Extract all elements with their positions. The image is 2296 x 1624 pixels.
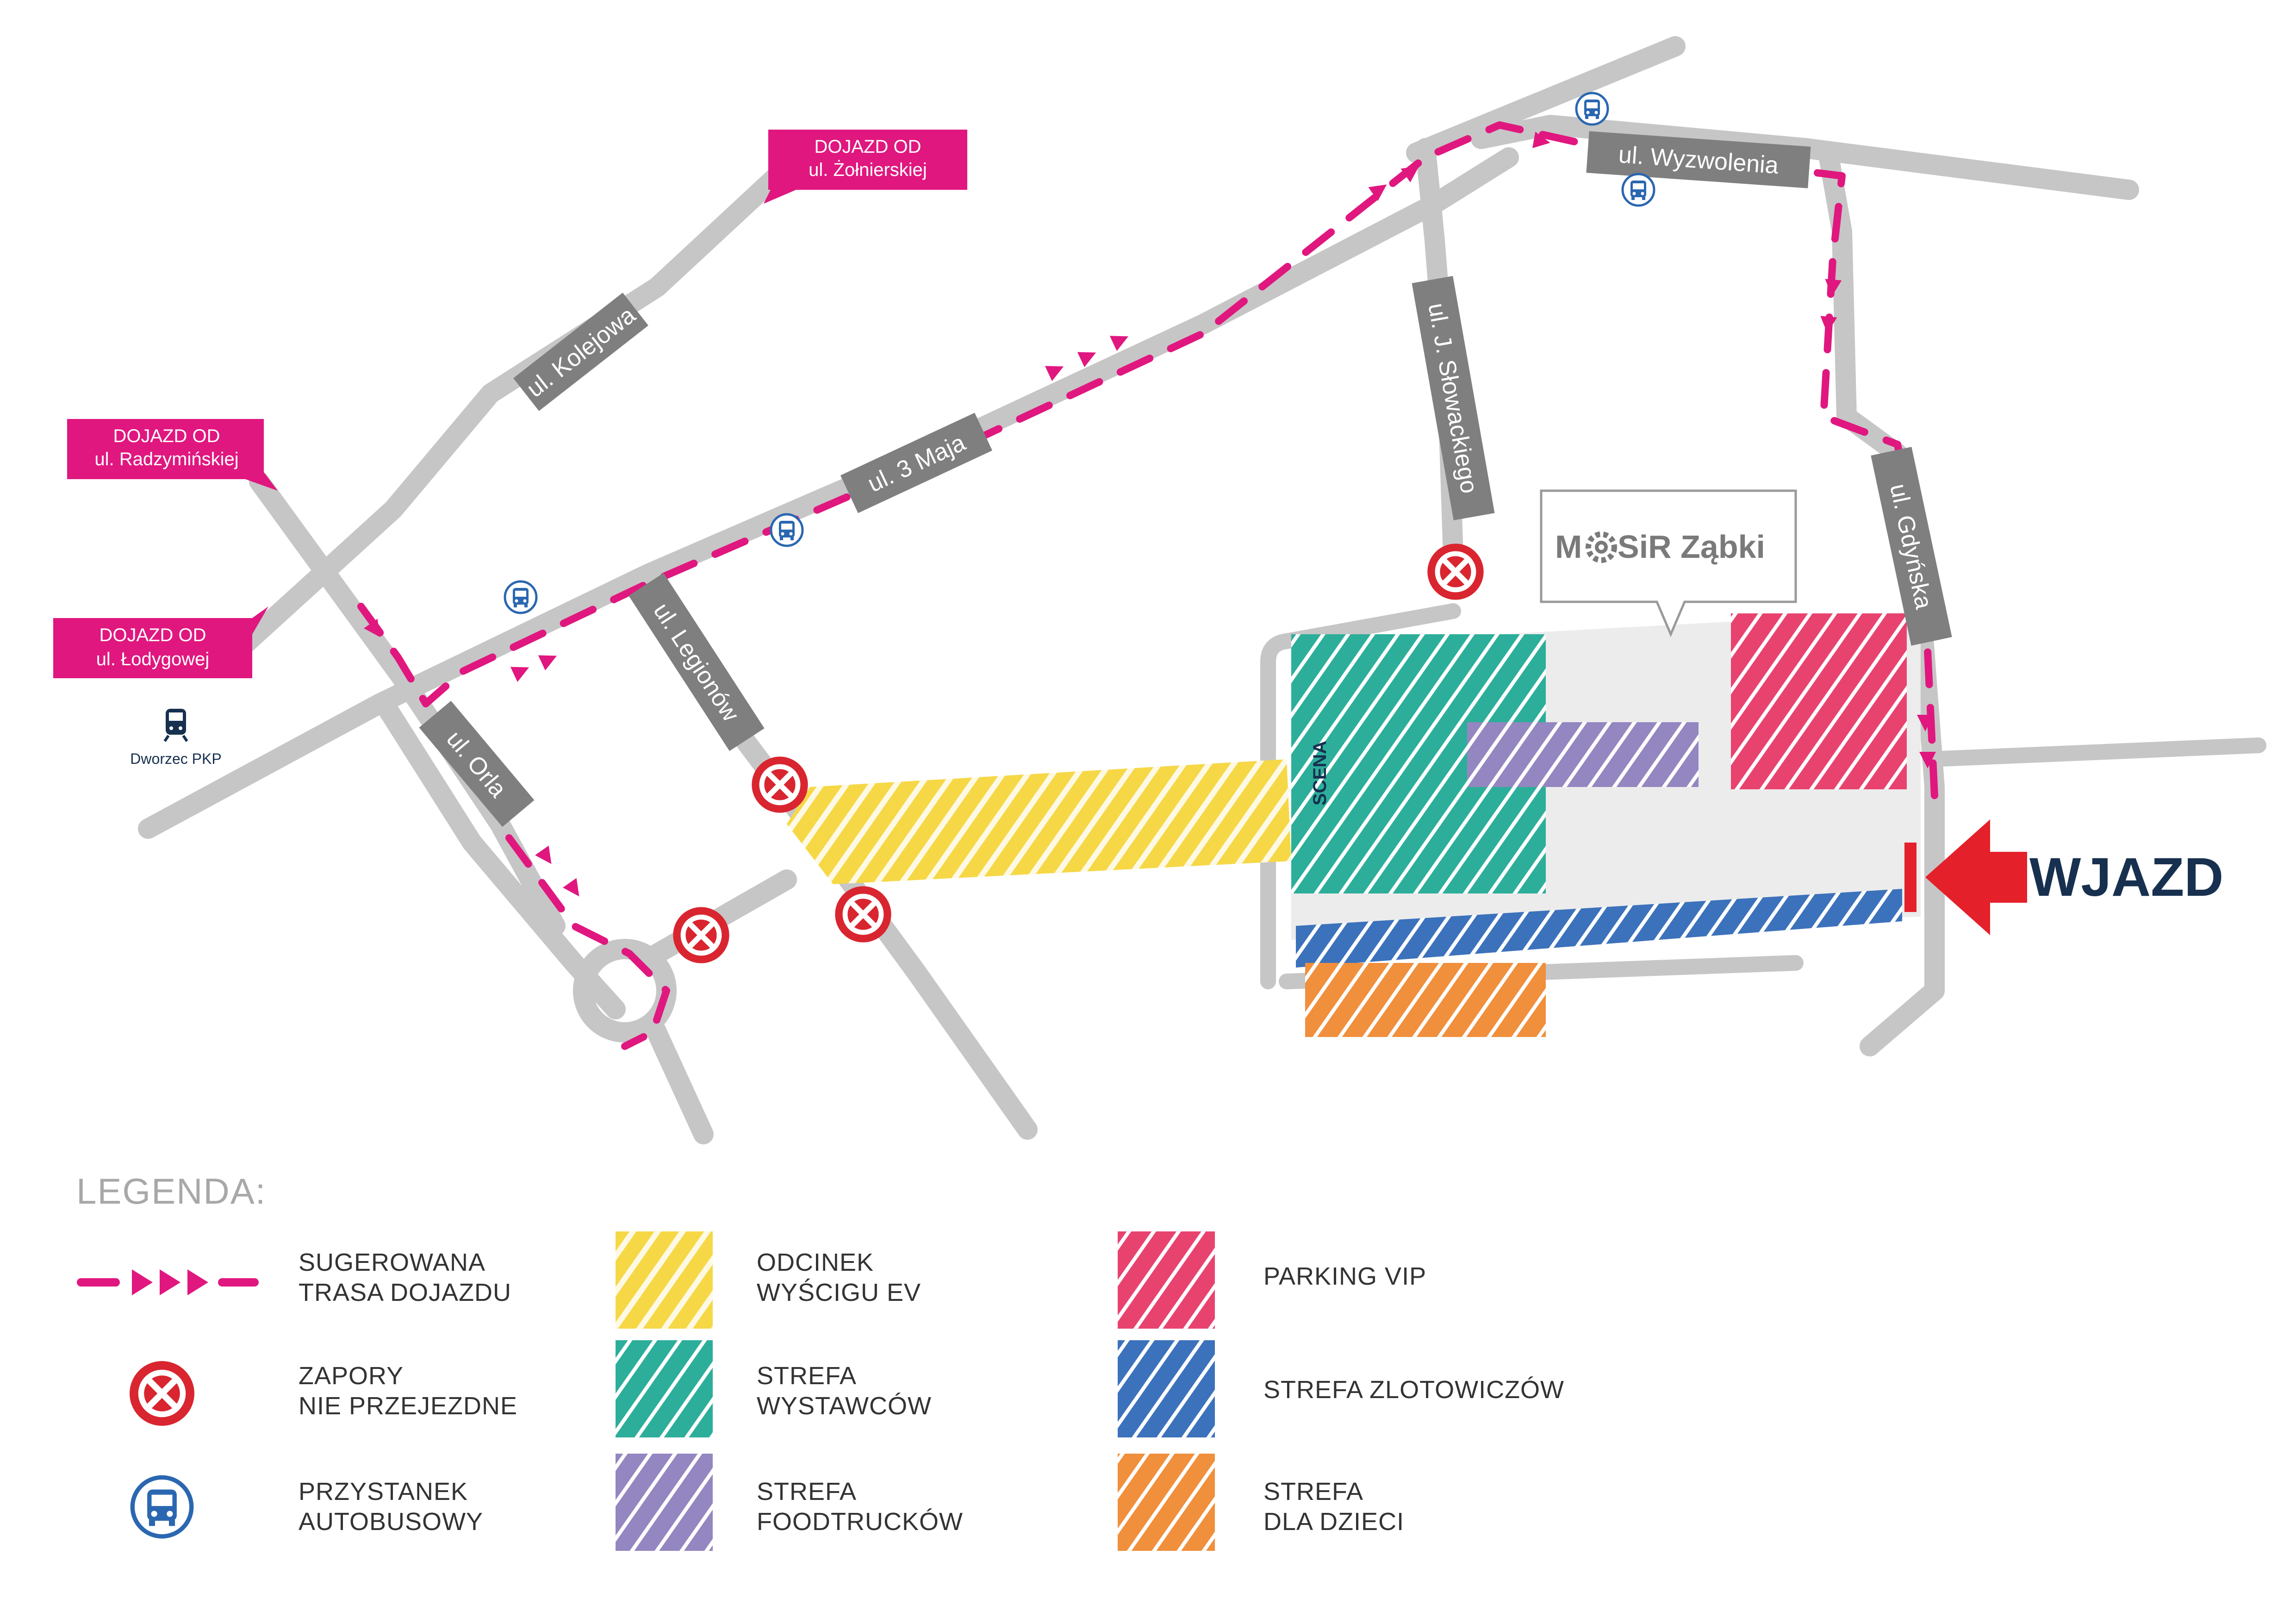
svg-text:ZAPORY: ZAPORY <box>299 1362 404 1390</box>
svg-text:STREFA ZLOTOWICZÓW: STREFA ZLOTOWICZÓW <box>1263 1376 1564 1404</box>
legend-bus-icon <box>132 1477 192 1537</box>
svg-text:STREFA: STREFA <box>757 1478 857 1505</box>
svg-text:SiR Ząbki: SiR Ząbki <box>1618 529 1765 565</box>
bus-stop-icon <box>1623 174 1654 206</box>
svg-text:DOJAZD OD: DOJAZD OD <box>99 625 206 645</box>
legend-exhibitors-swatch <box>616 1340 713 1437</box>
svg-text:DLA DZIECI: DLA DZIECI <box>1263 1508 1404 1536</box>
sign-orla: ul. Orla <box>419 700 535 827</box>
svg-text:ODCINEK: ODCINEK <box>757 1249 874 1276</box>
legend-race-swatch <box>616 1231 713 1329</box>
suggested-route <box>357 121 1938 1050</box>
train-icon <box>163 709 188 742</box>
zone-vip <box>1731 613 1907 789</box>
svg-text:M: M <box>1555 529 1582 565</box>
zone-kids <box>1305 963 1546 1037</box>
svg-text:ul. Łodygowej: ul. Łodygowej <box>96 649 210 669</box>
legend: LEGENDA: SUGEROWANA TRASA DOJAZDU ZAPORY… <box>76 1171 1564 1551</box>
sign-slowackiego: ul. J. Słowackiego <box>1412 276 1495 520</box>
entrance-arrow-icon <box>1925 819 2027 935</box>
entrance-gate <box>1904 843 1916 912</box>
legend-barrier-icon <box>130 1361 194 1426</box>
bus-stop-icon <box>771 514 803 546</box>
approach-zolnierska: DOJAZD OD ul. Żołnierskiej <box>764 130 967 204</box>
gear-icon <box>1586 531 1617 563</box>
svg-text:ul. Legionów: ul. Legionów <box>648 598 744 726</box>
legend-vip-swatch <box>1118 1231 1215 1329</box>
svg-text:WYSTAWCÓW: WYSTAWCÓW <box>757 1392 932 1420</box>
svg-text:NIE PRZEJEZDNE: NIE PRZEJEZDNE <box>299 1392 517 1420</box>
svg-text:STREFA: STREFA <box>1263 1478 1363 1505</box>
svg-text:DOJAZD OD: DOJAZD OD <box>113 426 220 446</box>
svg-text:PRZYSTANEK: PRZYSTANEK <box>299 1478 468 1505</box>
barrier-icon <box>835 886 891 942</box>
svg-text:ul. Żołnierskiej: ul. Żołnierskiej <box>809 159 927 180</box>
svg-text:SUGEROWANA: SUGEROWANA <box>299 1249 485 1276</box>
sign-legionow: ul. Legionów <box>628 573 765 751</box>
legend-zlotowicze-swatch <box>1118 1340 1215 1437</box>
svg-text:STREFA: STREFA <box>757 1362 857 1390</box>
barrier-icon <box>752 756 808 812</box>
svg-text:ul. Radzymińskiej: ul. Radzymińskiej <box>94 449 238 469</box>
bus-stop-icon <box>1576 93 1608 125</box>
zone-foodtrucks <box>1467 722 1699 787</box>
venue-area: SCENA <box>787 611 1921 1037</box>
svg-text:FOODTRUCKÓW: FOODTRUCKÓW <box>757 1508 963 1536</box>
approach-radzyminska: DOJAZD OD ul. Radzymińskiej <box>67 419 278 491</box>
entrance: WJAZD <box>1925 819 2224 935</box>
svg-text:PARKING VIP: PARKING VIP <box>1263 1262 1426 1290</box>
sign-kolejowa: ul. Kolejowa <box>513 293 648 411</box>
svg-text:WYŚCIGU EV: WYŚCIGU EV <box>757 1278 921 1306</box>
legend-foodtrucks-swatch <box>616 1454 713 1551</box>
approach-lodygowa: DOJAZD OD ul. Łodygowej <box>53 606 268 678</box>
zone-zlotowicze <box>1296 889 1902 968</box>
sign-3-maja: ul. 3 Maja <box>840 412 993 513</box>
svg-text:WJAZD: WJAZD <box>2029 847 2224 908</box>
svg-text:TRASA DOJAZDU: TRASA DOJAZDU <box>299 1279 511 1306</box>
approach-labels: DOJAZD OD ul. Żołnierskiej DOJAZD OD ul.… <box>53 130 967 678</box>
train-station: Dworzec PKP <box>130 709 222 767</box>
svg-text:LEGENDA:: LEGENDA: <box>76 1171 266 1212</box>
legend-route-sample <box>77 1269 259 1295</box>
svg-text:AUTOBUSOWY: AUTOBUSOWY <box>299 1508 483 1536</box>
svg-text:Dworzec PKP: Dworzec PKP <box>130 750 221 767</box>
barrier-icon <box>673 907 729 963</box>
barrier-icon <box>1427 543 1483 600</box>
zone-race <box>787 759 1291 884</box>
stage-label: SCENA <box>1310 741 1330 806</box>
venue-brand-callout: M SiR Ząbki <box>1540 489 1797 637</box>
legend-kids-swatch <box>1118 1454 1215 1551</box>
svg-text:DOJAZD OD: DOJAZD OD <box>814 137 921 157</box>
bus-stop-icon <box>505 581 536 613</box>
